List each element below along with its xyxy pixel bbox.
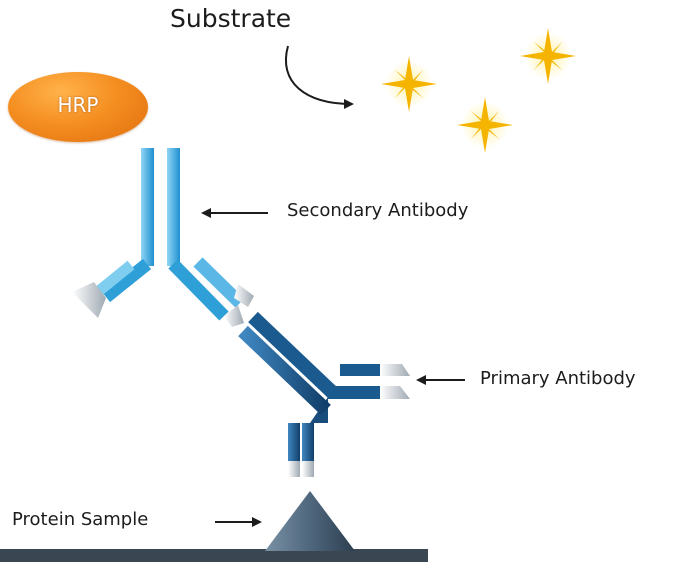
protein-sample-label: Protein Sample <box>12 509 149 530</box>
hrp-label: HRP <box>57 93 99 117</box>
sparkle-star-icon <box>457 97 513 153</box>
substrate-arrow <box>285 45 354 109</box>
primary-antibody-label: Primary Antibody <box>480 368 636 389</box>
sparkle-star-icon <box>520 28 576 84</box>
sparkle-star-icon <box>381 56 437 112</box>
antigen-triangle-icon <box>265 491 355 551</box>
membrane-bar <box>0 549 428 562</box>
secondary-antibody <box>72 148 254 327</box>
secondary-antibody-label: Secondary Antibody <box>287 200 469 221</box>
substrate-sparkles <box>381 28 576 153</box>
substrate-label: Substrate <box>170 4 292 33</box>
hrp-enzyme: HRP <box>8 72 148 142</box>
primary-antibody <box>238 311 410 477</box>
